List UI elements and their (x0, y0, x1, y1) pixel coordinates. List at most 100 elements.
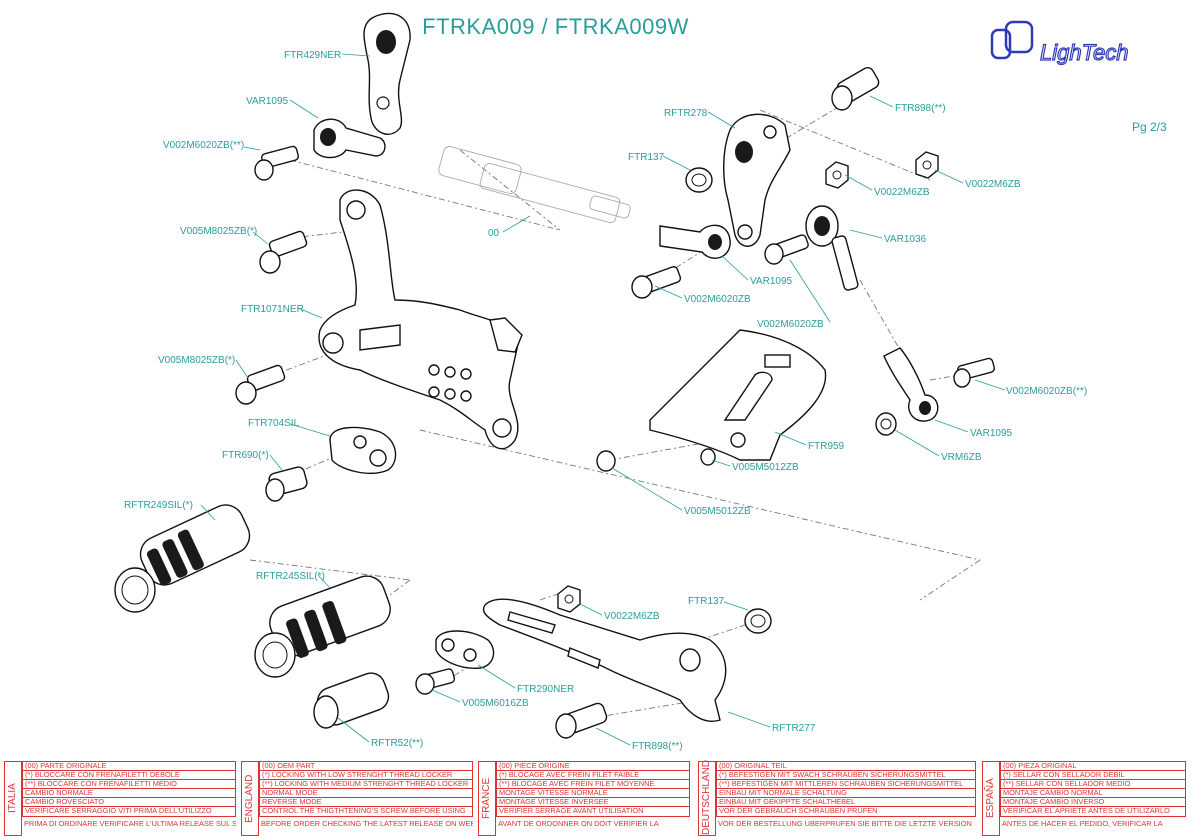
label-v005m8025zb-b: V005M8025ZB(*) (158, 355, 235, 366)
label-v005m8025zb-a: V005M8025ZB(*) (180, 226, 257, 237)
label-ftr429ner: FTR429NER (284, 50, 341, 61)
legend-line: (00) PIECE ORIGINE (496, 761, 690, 772)
label-v002m6020zb-a: V002M6020ZB(**) (163, 140, 244, 151)
label-ftr959: FTR959 (808, 441, 845, 452)
legend-language: ESPAÑA (982, 761, 1000, 836)
ftr290ner-plate (435, 630, 495, 669)
screw-v002m6020zb-center (631, 266, 682, 299)
legend-block-italia: ITALIA (00) PARTE ORIGINALE (*) BLOCCARE… (4, 761, 238, 836)
legend-line: (**) BEFESTIGEN MIT MITTLEREN SCHRAUBEN … (716, 780, 976, 790)
rftr245sil-footpeg (254, 575, 391, 678)
label-ftr898-b: FTR898(**) (632, 741, 683, 752)
legend-line: (00) PIEZA ORIGINAL (1000, 761, 1186, 772)
legend-line: (*) BEFESTIGEN MIT SWACH SCHRAUBEN SICHE… (716, 771, 976, 781)
legend-footer: PRIMA DI ORDINARE VERIFICARE L'ULTIMA RE… (24, 819, 236, 828)
legend-line: (*) BLOCCARE CON FRENAFILETTI DEBOLE (22, 771, 236, 781)
legend-block-england: ENGLAND (00) OEM PART (*) LOCKING WITH L… (241, 761, 475, 836)
label-var1036: VAR1036 (884, 234, 927, 245)
label-rftr277: RFTR277 (772, 723, 816, 734)
legend-footer: VOR DER BESTELLUNG UBERPRUFEN SIE BITTE … (718, 819, 972, 828)
page-number: Pg 2/3 (1132, 120, 1167, 134)
washer-vrm6zb (875, 412, 897, 436)
label-rftr278: RFTR278 (664, 108, 708, 119)
ftr137-washer-lower (744, 608, 772, 634)
rftr52-rubber (313, 672, 390, 729)
label-ftr690: FTR690(*) (222, 450, 269, 461)
label-v0022m6zb-c: V0022M6ZB (604, 611, 660, 622)
label-v002m6020zb-d: V002M6020ZB(**) (1006, 386, 1087, 397)
legend-line: (00) PARTE ORIGINALE (22, 761, 236, 772)
label-v005m5012zb-a: V005M5012ZB (732, 462, 799, 473)
legend-line: NORMAL MODE (259, 789, 473, 799)
legend-line: MONTAGE VITESSE NORMALE (496, 789, 690, 799)
rftr277-lever (482, 598, 727, 722)
label-ftr704sil: FTR704SIL (248, 418, 300, 429)
label-vrm6zb: VRM6ZB (941, 452, 982, 463)
var1036-rod-end (805, 205, 859, 291)
label-ftr137-b: FTR137 (688, 596, 725, 607)
label-v0022m6zb-a: V0022M6ZB (874, 187, 930, 198)
ftr137-washer-upper (685, 167, 713, 193)
var1095-rod-end-center (659, 224, 731, 259)
rftr278-bracket (723, 113, 791, 247)
label-v0022m6zb-b: V0022M6ZB (965, 179, 1021, 190)
ftr429ner-arm (363, 12, 411, 135)
bolt-v005m8025zb-upper (259, 230, 308, 274)
legend-line: (00) ORIGINAL TEIL (716, 761, 976, 772)
legend-language: ITALIA (4, 761, 22, 836)
rftr249sil-footpeg (114, 504, 251, 613)
ftr704sil-plate (329, 426, 397, 474)
label-v005m5012zb-b: V005M5012ZB (684, 506, 751, 517)
label-rftr245sil: RFTR245SIL(*) (256, 571, 325, 582)
label-var1095-b: VAR1095 (750, 276, 793, 287)
bolt-v005m8025zb-lower (235, 364, 286, 405)
legend-line: VERIFIER SERRAGE AVANT UTILISATION (496, 807, 690, 817)
nut-v0022m6zb-b (915, 151, 939, 179)
var1095-rod-end-right (883, 347, 939, 422)
oem-shaft-part (438, 146, 631, 224)
legend-line: MONTAJE CAMBIO NORMAL (1000, 789, 1186, 799)
label-rftr249sil: RFTR249SIL(*) (124, 500, 193, 511)
label-v005m6016zb: V005M6016ZB (462, 698, 529, 709)
legend-block-deutschland: DEUTSCHLAND (00) ORIGINAL TEIL (*) BEFES… (698, 760, 978, 836)
legend-line: CAMBIO ROVESCIATO (22, 798, 236, 808)
label-leader-lines (200, 53, 1006, 746)
label-v002m6020zb-b: V002M6020ZB (684, 294, 751, 305)
legend-block-espana: ESPAÑA (00) PIEZA ORIGINAL (*) SELLAR CO… (982, 761, 1188, 836)
legend-language: ENGLAND (241, 761, 259, 836)
legend-line: (*) LOCKING WITH LOW STRENGHT THREAD LOC… (259, 771, 473, 781)
ftr898-pivot-upper (831, 66, 880, 111)
legend-line: REVERSE MODE (259, 798, 473, 808)
legend-line: EINBAU MIT GEKIPPTE SCHALTHEBEL (716, 798, 976, 808)
legend-line: (**) SELLAR CON SELLADOR MEDIO (1000, 780, 1186, 790)
screw-v002m6020zb-right (953, 357, 995, 388)
label-oem-00: 00 (488, 228, 500, 239)
diagram-canvas: LighTech (114, 12, 1129, 752)
screw-v005m5012zb-b (700, 448, 716, 466)
screw-v002m6020zb-upper-right (764, 234, 809, 265)
legend-line: (**) BLOCAGE AVEC FREIN FILET MOYENNE (496, 780, 690, 790)
label-v002m6020zb-c: V002M6020ZB (757, 319, 824, 330)
ftr690-spacer (265, 466, 308, 502)
legend-line: EINBAU MIT NORMALE SCHALTUNG (716, 789, 976, 799)
label-ftr137-a: FTR137 (628, 152, 665, 163)
label-rftr52: RFTR52(**) (371, 738, 423, 749)
ftr1071ner-bracket (318, 189, 523, 450)
label-ftr1071ner: FTR1071NER (241, 304, 304, 315)
legend-footer: AVANT DE ORDONNER ON DOIT VERIFIER LA DE… (498, 819, 659, 828)
legend-language: FRANCE (478, 761, 496, 836)
legend-line: CONTROL THE THIGTHTENING'S SCREW BEFORE … (259, 807, 473, 817)
screw-v005m5012zb-a (596, 450, 616, 472)
logo-wordmark: LighTech (1040, 40, 1128, 65)
nut-v0022m6zb-a (825, 161, 849, 189)
label-ftr898-a: FTR898(**) (895, 103, 946, 114)
legend-line: VERIFICAR EL APRIETE ANTES DE UTILIZARLO (1000, 807, 1186, 817)
part-labels: FTR429NER VAR1095 V002M6020ZB(**) V005M8… (124, 50, 1087, 752)
legend: ITALIA (00) PARTE ORIGINALE (*) BLOCCARE… (0, 760, 1191, 836)
legend-line: VOR DER GEBRAUCH SCHRAUBEN PRUFEN (716, 807, 976, 817)
label-ftr290ner: FTR290NER (517, 684, 574, 695)
ftr898-pivot-lower (555, 702, 608, 739)
bolt-v005m6016zb (415, 668, 456, 695)
legend-line: (00) OEM PART (259, 761, 473, 772)
